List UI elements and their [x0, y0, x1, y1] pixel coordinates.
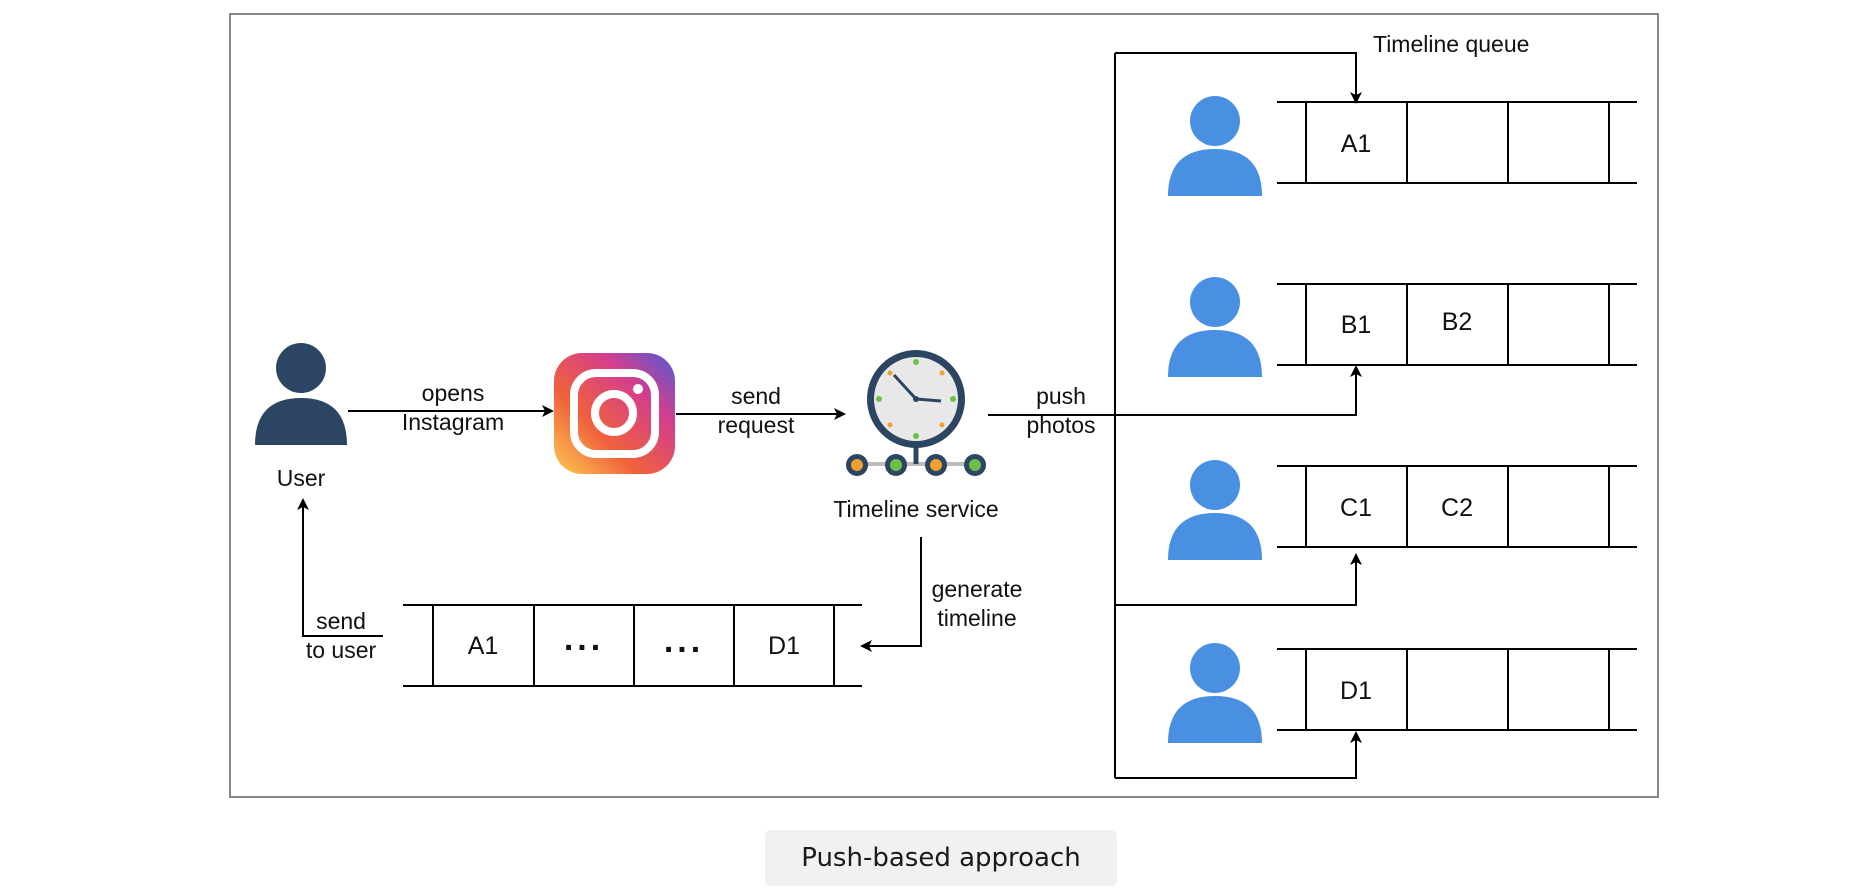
caption-text: Push-based approach	[801, 843, 1081, 873]
caption-box: Push-based approach	[765, 830, 1117, 886]
queue-a-cell-1: A1	[1341, 130, 1372, 158]
timeline-queue-label: Timeline queue	[1373, 31, 1529, 57]
timeline-service-label: Timeline service	[833, 496, 998, 522]
push-arrow-queue-a	[1115, 52, 1362, 104]
timeline-queue-a: A1	[1277, 101, 1637, 184]
timeline-queue-b: B1 B2	[1277, 283, 1637, 366]
opens-instagram-label-line2: Instagram	[402, 409, 504, 435]
send-to-user-label-line1: send	[316, 608, 366, 634]
generated-timeline-queue: A1 ... ... D1	[403, 604, 862, 687]
instagram-icon	[554, 353, 675, 474]
queue-d-cell-1: D1	[1340, 677, 1372, 705]
send-to-user-label-line2: to user	[306, 637, 377, 663]
diagram-frame	[229, 13, 1659, 798]
timeline-cell-3: ...	[664, 622, 704, 660]
opens-instagram-label-line1: opens	[422, 380, 485, 406]
follower-a-person-icon	[1168, 96, 1262, 196]
queue-c-cell-2: C2	[1441, 494, 1473, 522]
queue-c-cell-1: C1	[1340, 494, 1372, 522]
send-request-label-line2: request	[718, 412, 795, 438]
user-label: User	[277, 465, 326, 491]
generate-timeline-label-line2: timeline	[937, 605, 1016, 631]
timeline-cell-2: ...	[564, 620, 604, 658]
timeline-cell-1: A1	[468, 632, 499, 660]
timeline-cell-4: D1	[768, 632, 800, 660]
timeline-queue-d: D1	[1277, 648, 1637, 731]
clock-icon	[846, 350, 986, 476]
push-arrow-queue-b	[1115, 365, 1362, 416]
push-arrow-queue-d	[1115, 731, 1362, 779]
follower-c-person-icon	[1168, 460, 1262, 560]
timeline-queue-c: C1 C2	[1277, 465, 1637, 548]
generate-timeline-label-line1: generate	[932, 576, 1023, 602]
push-arrow-queue-c	[1115, 553, 1362, 606]
follower-b-person-icon	[1168, 277, 1262, 377]
generate-timeline-arrow	[860, 537, 922, 652]
follower-d-person-icon	[1168, 643, 1262, 743]
queue-b-cell-2: B2	[1442, 308, 1473, 336]
send-to-user-arrow	[297, 498, 383, 637]
user-person-icon	[255, 343, 347, 445]
push-photos-label-line1: push	[1036, 383, 1086, 409]
queue-b-cell-1: B1	[1341, 311, 1372, 339]
push-photos-label-line2: photos	[1026, 412, 1095, 438]
send-request-label-line1: send	[731, 383, 781, 409]
